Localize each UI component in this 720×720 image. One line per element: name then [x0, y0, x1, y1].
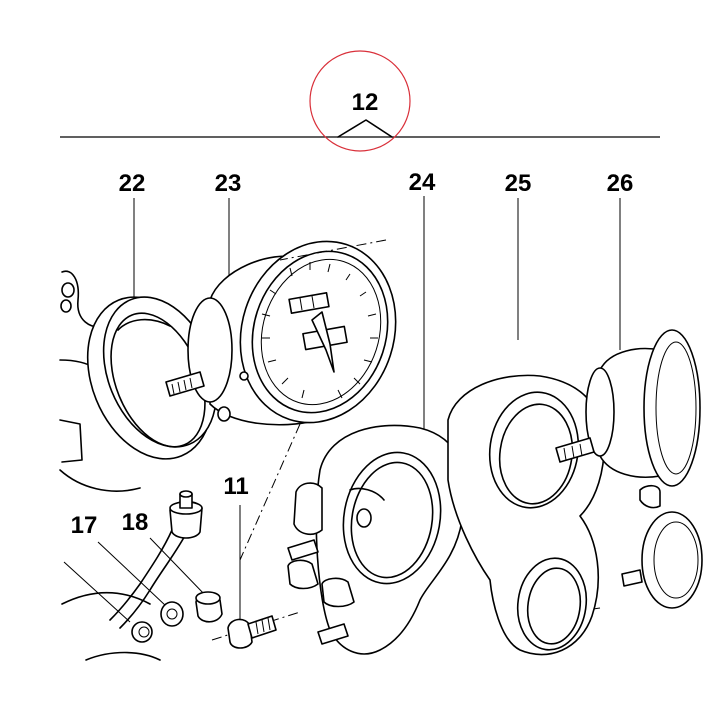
label-26: 26 — [607, 170, 634, 197]
gauge-needle — [311, 311, 335, 373]
label-17: 17 — [71, 512, 98, 539]
lower-right-gauge — [621, 511, 703, 609]
part-11-bulb — [227, 615, 277, 649]
gauge-ticks — [261, 262, 378, 399]
housing-left — [59, 270, 161, 661]
part-17-grommet — [131, 621, 153, 643]
label-23: 23 — [215, 170, 242, 197]
callout-label-12: 12 — [352, 89, 379, 116]
label-25: 25 — [505, 170, 532, 197]
leader-lines — [63, 196, 621, 626]
label-22: 22 — [119, 170, 146, 197]
label-11: 11 — [223, 473, 248, 500]
header-caret — [337, 119, 393, 138]
callout-circle — [309, 50, 411, 152]
housing-studs — [287, 482, 355, 645]
part-25-cover — [447, 374, 606, 656]
part-23-gauge — [165, 240, 397, 426]
part-24-housing — [287, 424, 466, 655]
part-18-cap — [195, 591, 223, 623]
part-18-bulb-holder — [109, 490, 203, 629]
gauge-window-top — [288, 292, 330, 314]
part-26-gauge — [555, 329, 701, 509]
part-18-washer — [160, 601, 184, 627]
label-18: 18 — [122, 509, 149, 536]
label-24: 24 — [409, 169, 436, 196]
